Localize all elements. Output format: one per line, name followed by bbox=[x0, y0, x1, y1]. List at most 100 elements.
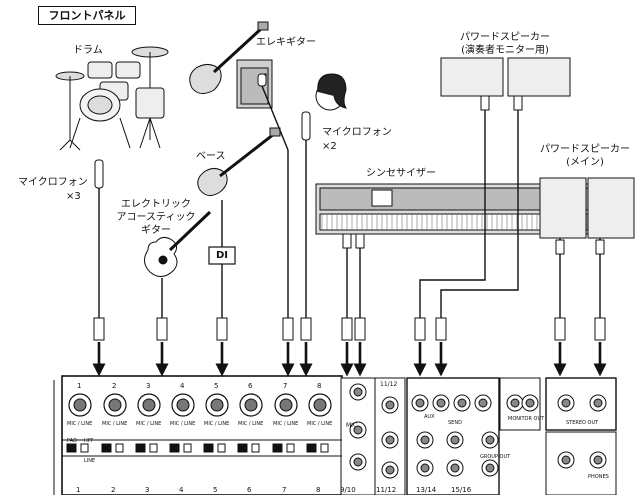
jack-center bbox=[436, 398, 446, 408]
mic-line-label: MIC / LINE bbox=[136, 421, 162, 427]
jack-center bbox=[561, 398, 571, 408]
plug-connector bbox=[435, 317, 447, 341]
group-number-label: 15/16 bbox=[451, 486, 472, 494]
acoustic-guitar-label-2: アコースティック bbox=[116, 212, 196, 223]
plug-connector bbox=[595, 239, 605, 255]
mic-line-label: MIC / LINE bbox=[102, 421, 128, 427]
di-box-label: DI bbox=[215, 250, 229, 261]
electric-guitar-icon bbox=[189, 21, 269, 94]
jack-center bbox=[420, 463, 430, 473]
plug-connector bbox=[480, 95, 490, 111]
group-number-label: 4 bbox=[179, 486, 184, 494]
pad-switch bbox=[66, 443, 77, 453]
guitar-amp-icon bbox=[236, 59, 273, 109]
xlr-jack-center bbox=[313, 398, 327, 412]
pad-switch bbox=[169, 443, 180, 453]
vocal-mic-label: マイクロフォン bbox=[322, 127, 392, 138]
monitor-speaker-right-icon bbox=[507, 57, 571, 97]
synth-label: シンセサイザー bbox=[366, 168, 436, 179]
acoustic-guitar-label-3: ギター bbox=[141, 225, 171, 236]
aux-label: AUX bbox=[424, 414, 435, 420]
plug-connector bbox=[414, 317, 426, 341]
vocal-mic-icon bbox=[301, 111, 311, 141]
group-number-label: 7 bbox=[282, 486, 287, 494]
plug-connector bbox=[594, 317, 606, 341]
group-number-label: 8 bbox=[316, 486, 321, 494]
group-number-label: 11/12 bbox=[376, 486, 397, 494]
plug-connector bbox=[93, 317, 105, 341]
group-number-label: 5 bbox=[213, 486, 218, 494]
channel-number-label: 5 bbox=[214, 382, 219, 390]
jack-center bbox=[485, 463, 495, 473]
group-number-label: 2 bbox=[111, 486, 116, 494]
main-speaker-title: パワードスピーカー bbox=[540, 144, 630, 155]
group-out-label: GROUP OUT bbox=[480, 454, 511, 460]
hpf-switch bbox=[320, 443, 329, 453]
phones-label: PHONES bbox=[588, 474, 609, 480]
xlr-jack-center bbox=[279, 398, 293, 412]
cable-line bbox=[419, 108, 486, 318]
pad-label: PAD bbox=[67, 438, 77, 444]
plug-connector bbox=[282, 317, 294, 341]
jack-center bbox=[478, 398, 488, 408]
send-label: SEND bbox=[448, 420, 462, 426]
mic-line-label: MIC / LINE bbox=[67, 421, 93, 427]
electric-guitar-label: エレキギター bbox=[256, 37, 316, 48]
stereo-ch-label: 11/12 bbox=[380, 381, 398, 388]
jack-center bbox=[510, 398, 520, 408]
acoustic-guitar-label-1: エレクトリック bbox=[121, 199, 191, 210]
xlr-jack-center bbox=[108, 398, 122, 412]
singer-icon bbox=[315, 73, 348, 111]
jack-center bbox=[457, 398, 467, 408]
channel-number-label: 4 bbox=[180, 382, 185, 390]
hpf-switch bbox=[183, 443, 192, 453]
hpf-switch bbox=[286, 443, 295, 453]
main-speaker-right-icon bbox=[587, 177, 635, 239]
group-number-label: 13/14 bbox=[416, 486, 437, 494]
group-number-label: 9/10 bbox=[340, 486, 356, 494]
plug-connector bbox=[216, 317, 228, 341]
jack-center bbox=[561, 455, 571, 465]
hpf-switch bbox=[80, 443, 89, 453]
group-number-label: 3 bbox=[145, 486, 150, 494]
channel-number-label: 7 bbox=[283, 382, 288, 390]
cable-lines bbox=[98, 85, 601, 318]
jack-center bbox=[385, 400, 395, 410]
jack-center bbox=[415, 398, 425, 408]
xlr-jack-center bbox=[176, 398, 190, 412]
jack-center bbox=[353, 425, 363, 435]
hpf-label: HPF bbox=[84, 438, 94, 444]
channel-number-label: 1 bbox=[77, 382, 82, 390]
cable-line bbox=[440, 108, 519, 318]
mic-line-label: MIC / LINE bbox=[307, 421, 333, 427]
drum-kit-icon bbox=[55, 46, 169, 151]
plug-connector bbox=[341, 317, 353, 341]
bass-label: ベース bbox=[196, 151, 226, 162]
hpf-switch bbox=[115, 443, 124, 453]
mic-line-label: MIC / LINE bbox=[170, 421, 196, 427]
channel-number-label: 8 bbox=[317, 382, 322, 390]
xlr-jack-center bbox=[73, 398, 87, 412]
plug-connector bbox=[513, 95, 523, 111]
hpf-switch bbox=[251, 443, 260, 453]
plug-connector bbox=[156, 317, 168, 341]
monitor-out-label: MONITOR OUT bbox=[508, 416, 545, 422]
guitar-amp-mic-icon bbox=[257, 73, 267, 87]
xlr-jack-center bbox=[142, 398, 156, 412]
pad-switch bbox=[135, 443, 146, 453]
channel-number-label: 6 bbox=[248, 382, 253, 390]
plug-connector bbox=[355, 233, 365, 249]
mic-section-label: MIC bbox=[346, 422, 358, 429]
xlr-jack-center bbox=[244, 398, 258, 412]
jack-center bbox=[450, 463, 460, 473]
group-number-label: 1 bbox=[76, 486, 81, 494]
drum-mic-label: マイクロフォン bbox=[18, 177, 88, 188]
line-label: LINE bbox=[84, 458, 96, 464]
bass-guitar-icon bbox=[197, 127, 281, 196]
mic-line-label: MIC / LINE bbox=[238, 421, 264, 427]
monitor-speaker-sub: (演奏者モニター用) bbox=[461, 45, 549, 56]
stereo-out-label: STEREO OUT bbox=[566, 420, 599, 426]
mic-line-label: MIC / LINE bbox=[204, 421, 230, 427]
pad-switch bbox=[203, 443, 214, 453]
